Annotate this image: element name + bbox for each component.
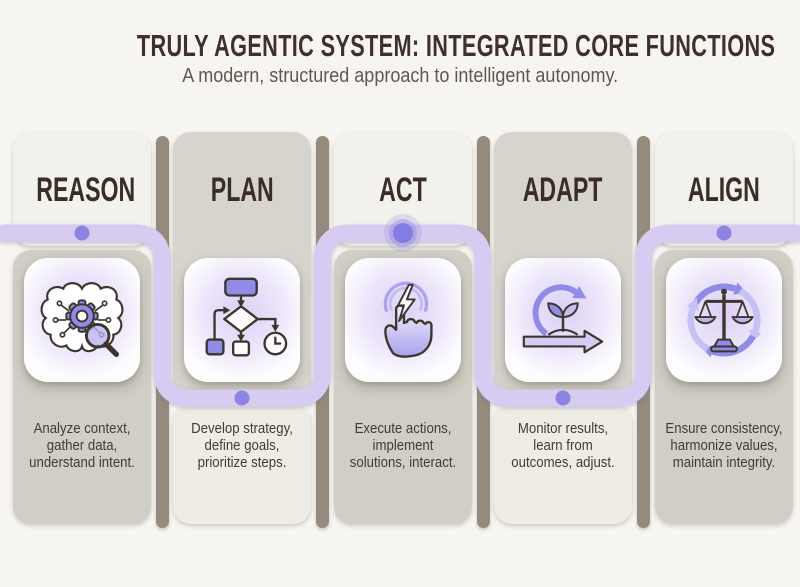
- column-divider-1: [156, 136, 169, 528]
- column-divider-4: [637, 136, 650, 528]
- act-description: Execute actions, implement solutions, in…: [349, 420, 457, 471]
- act-header-card: ACT: [334, 132, 472, 246]
- adapt-body-card: [494, 404, 632, 524]
- column-adapt: ADAPT Monitor results, learn from outcom…: [494, 132, 632, 524]
- reason-description: Analyze context, gather data, understand…: [29, 420, 135, 471]
- iterate-sprout-arrow-icon: [522, 284, 604, 354]
- page-title: TRULY AGENTIC SYSTEM: INTEGRATED CORE FU…: [136, 28, 776, 63]
- flowchart-icon: [205, 277, 288, 357]
- brain-circuit-magnifier-icon: [40, 282, 124, 357]
- adapt-icon-card: [505, 258, 621, 382]
- act-title: ACT: [379, 171, 427, 209]
- adapt-title: ADAPT: [523, 171, 603, 209]
- column-align: ALIGN: [655, 132, 793, 524]
- act-icon-card: [345, 258, 461, 382]
- adapt-description: Monitor results, learn from outcomes, ad…: [511, 420, 615, 471]
- align-description: Ensure consistency, harmonize values, ma…: [665, 420, 783, 471]
- column-act: ACT Execute actions, implement solutions…: [334, 132, 472, 524]
- align-icon-card: [666, 258, 782, 382]
- column-divider-3: [477, 136, 490, 528]
- reason-icon-card: [24, 258, 140, 382]
- plan-body-card: [173, 404, 311, 524]
- plan-description: Develop strategy, define goals, prioriti…: [191, 420, 293, 471]
- balance-scales-cycle-icon: [675, 271, 773, 369]
- column-divider-2: [316, 136, 329, 528]
- page-subtitle: A modern, structured approach to intelli…: [182, 65, 618, 87]
- column-plan: PLAN: [173, 132, 311, 524]
- reason-title: REASON: [36, 171, 136, 209]
- plan-icon-card: [184, 258, 300, 382]
- align-header-card: ALIGN: [655, 132, 793, 246]
- subheader: A modern, structured approach to intelli…: [0, 63, 800, 89]
- align-title: ALIGN: [688, 171, 760, 209]
- reason-header-card: REASON: [13, 132, 151, 246]
- header: TRULY AGENTIC SYSTEM: INTEGRATED CORE FU…: [0, 29, 800, 63]
- tap-gesture-lightning-icon: [383, 281, 433, 358]
- column-reason: REASON: [13, 132, 151, 524]
- plan-title: PLAN: [210, 171, 274, 209]
